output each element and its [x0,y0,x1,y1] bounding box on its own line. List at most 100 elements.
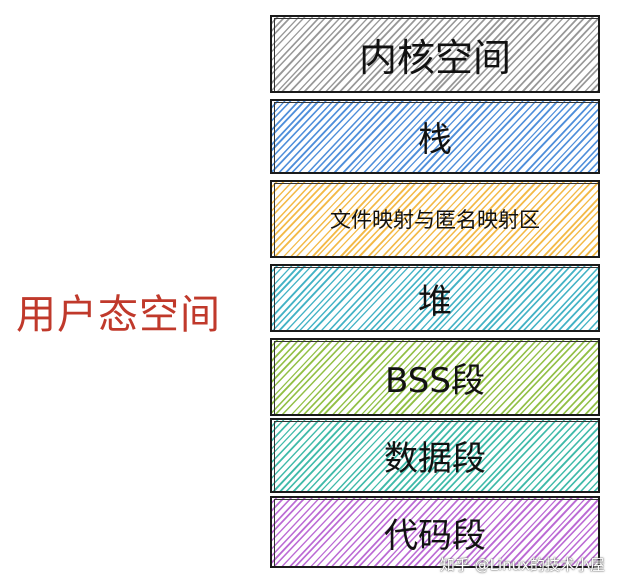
hatch-stroke [409,182,482,256]
hatch-stroke [430,182,503,256]
hatch-stroke [318,17,391,91]
hatch-stroke [331,498,398,566]
hatch-stroke [535,24,598,91]
hatch-stroke [562,376,598,414]
hatch-stroke [394,340,468,414]
hatch-stroke [483,101,552,172]
hatch-stroke [500,17,573,91]
hatch-stroke [272,498,313,542]
hatch-stroke [390,101,461,172]
hatch-stroke [272,340,306,376]
hatch-stroke [272,340,313,383]
data-label: 数据段 [384,439,486,479]
hatch-stroke [272,266,329,327]
hatch-stroke [272,101,341,172]
hatch-stroke [277,17,349,91]
hatch-stroke [514,17,587,91]
hatch-stroke [470,340,544,414]
hatch-stroke [312,266,376,330]
hatch-stroke [437,340,510,414]
hatch-stroke [300,420,370,491]
hatch-stroke [328,266,391,330]
hatch-stroke [272,182,341,255]
hatch-stroke [344,498,412,566]
hatch-stroke [387,17,461,91]
hatch-stroke [358,498,426,566]
hatch-stroke [544,434,598,491]
hatch-stroke [373,498,440,566]
hatch-stroke [310,498,377,566]
hatch-stroke [432,101,502,172]
hatch-stroke [272,420,293,442]
hatch-stroke [574,146,598,172]
hatch-fill [272,340,598,414]
hatch-stroke [521,498,587,566]
hatch-stroke [366,17,439,91]
hatch-stroke [272,420,335,487]
hatch-stroke [325,498,391,566]
hatch-fill [272,182,598,256]
hatch-stroke [545,116,598,172]
hatch-stroke [410,420,481,491]
hatch-stroke [554,45,598,91]
hatch-stroke [301,498,369,566]
hatch-stroke [366,340,439,414]
hatch-stroke [272,498,307,534]
hatch-stroke [506,182,579,256]
hatch-stroke [307,420,377,491]
hatch-stroke [534,189,598,256]
hatch-stroke [272,17,321,69]
hatch-stroke [272,182,293,205]
hatch-stroke [404,101,474,172]
data-segment: 数据段 [270,418,600,493]
hatch-stroke [379,340,453,414]
hatch-stroke [584,76,598,91]
hatch-stroke [321,266,384,330]
hatch-stroke [457,182,530,256]
hatch-stroke [584,399,598,414]
hatch-stroke [352,182,425,256]
stack-segment: 栈 [270,99,600,174]
hatch-stroke [317,340,391,414]
hatch-stroke [381,17,454,91]
hatch-stroke [529,266,593,330]
hatch-stroke [402,17,475,91]
hatch-stroke [347,266,411,330]
hatch-stroke [548,38,598,91]
hatch-stroke [278,101,349,172]
hatch-stroke [479,340,552,414]
hatch-stroke [539,266,598,330]
heap-label: 堆 [418,281,452,322]
hatch-stroke [394,498,461,566]
hatch-stroke [482,266,545,330]
hatch-stroke [464,498,531,566]
hatch-stroke [377,420,448,491]
hatch-stroke [289,17,363,91]
hatch-stroke [396,101,468,172]
hatch-stroke [526,182,598,256]
hatch-stroke [272,420,343,491]
hatch-stroke [272,498,335,564]
hatch-stroke [393,17,467,91]
hatch-stroke [286,266,349,330]
hatch-stroke [548,513,598,566]
hatch-stroke [500,340,573,414]
hatch-stroke [316,498,383,566]
hatch-stroke [407,498,475,566]
hatch-stroke [394,182,468,256]
hatch-stroke [564,456,598,491]
hatch-stroke [272,266,293,288]
hatch-stroke [457,340,531,414]
bss-label: BSS段 [385,360,485,401]
hatch-fill [272,420,598,491]
hatch-stroke [362,420,432,491]
hatch-stroke [428,498,495,566]
hatch-stroke [466,420,537,491]
hatch-stroke [442,498,509,566]
hatch-stroke [272,266,301,297]
hatch-stroke [272,182,321,233]
hatch-stroke [386,498,453,566]
hatch-stroke [363,101,433,172]
hatch-stroke [363,266,426,330]
hatch-stroke [410,340,482,414]
